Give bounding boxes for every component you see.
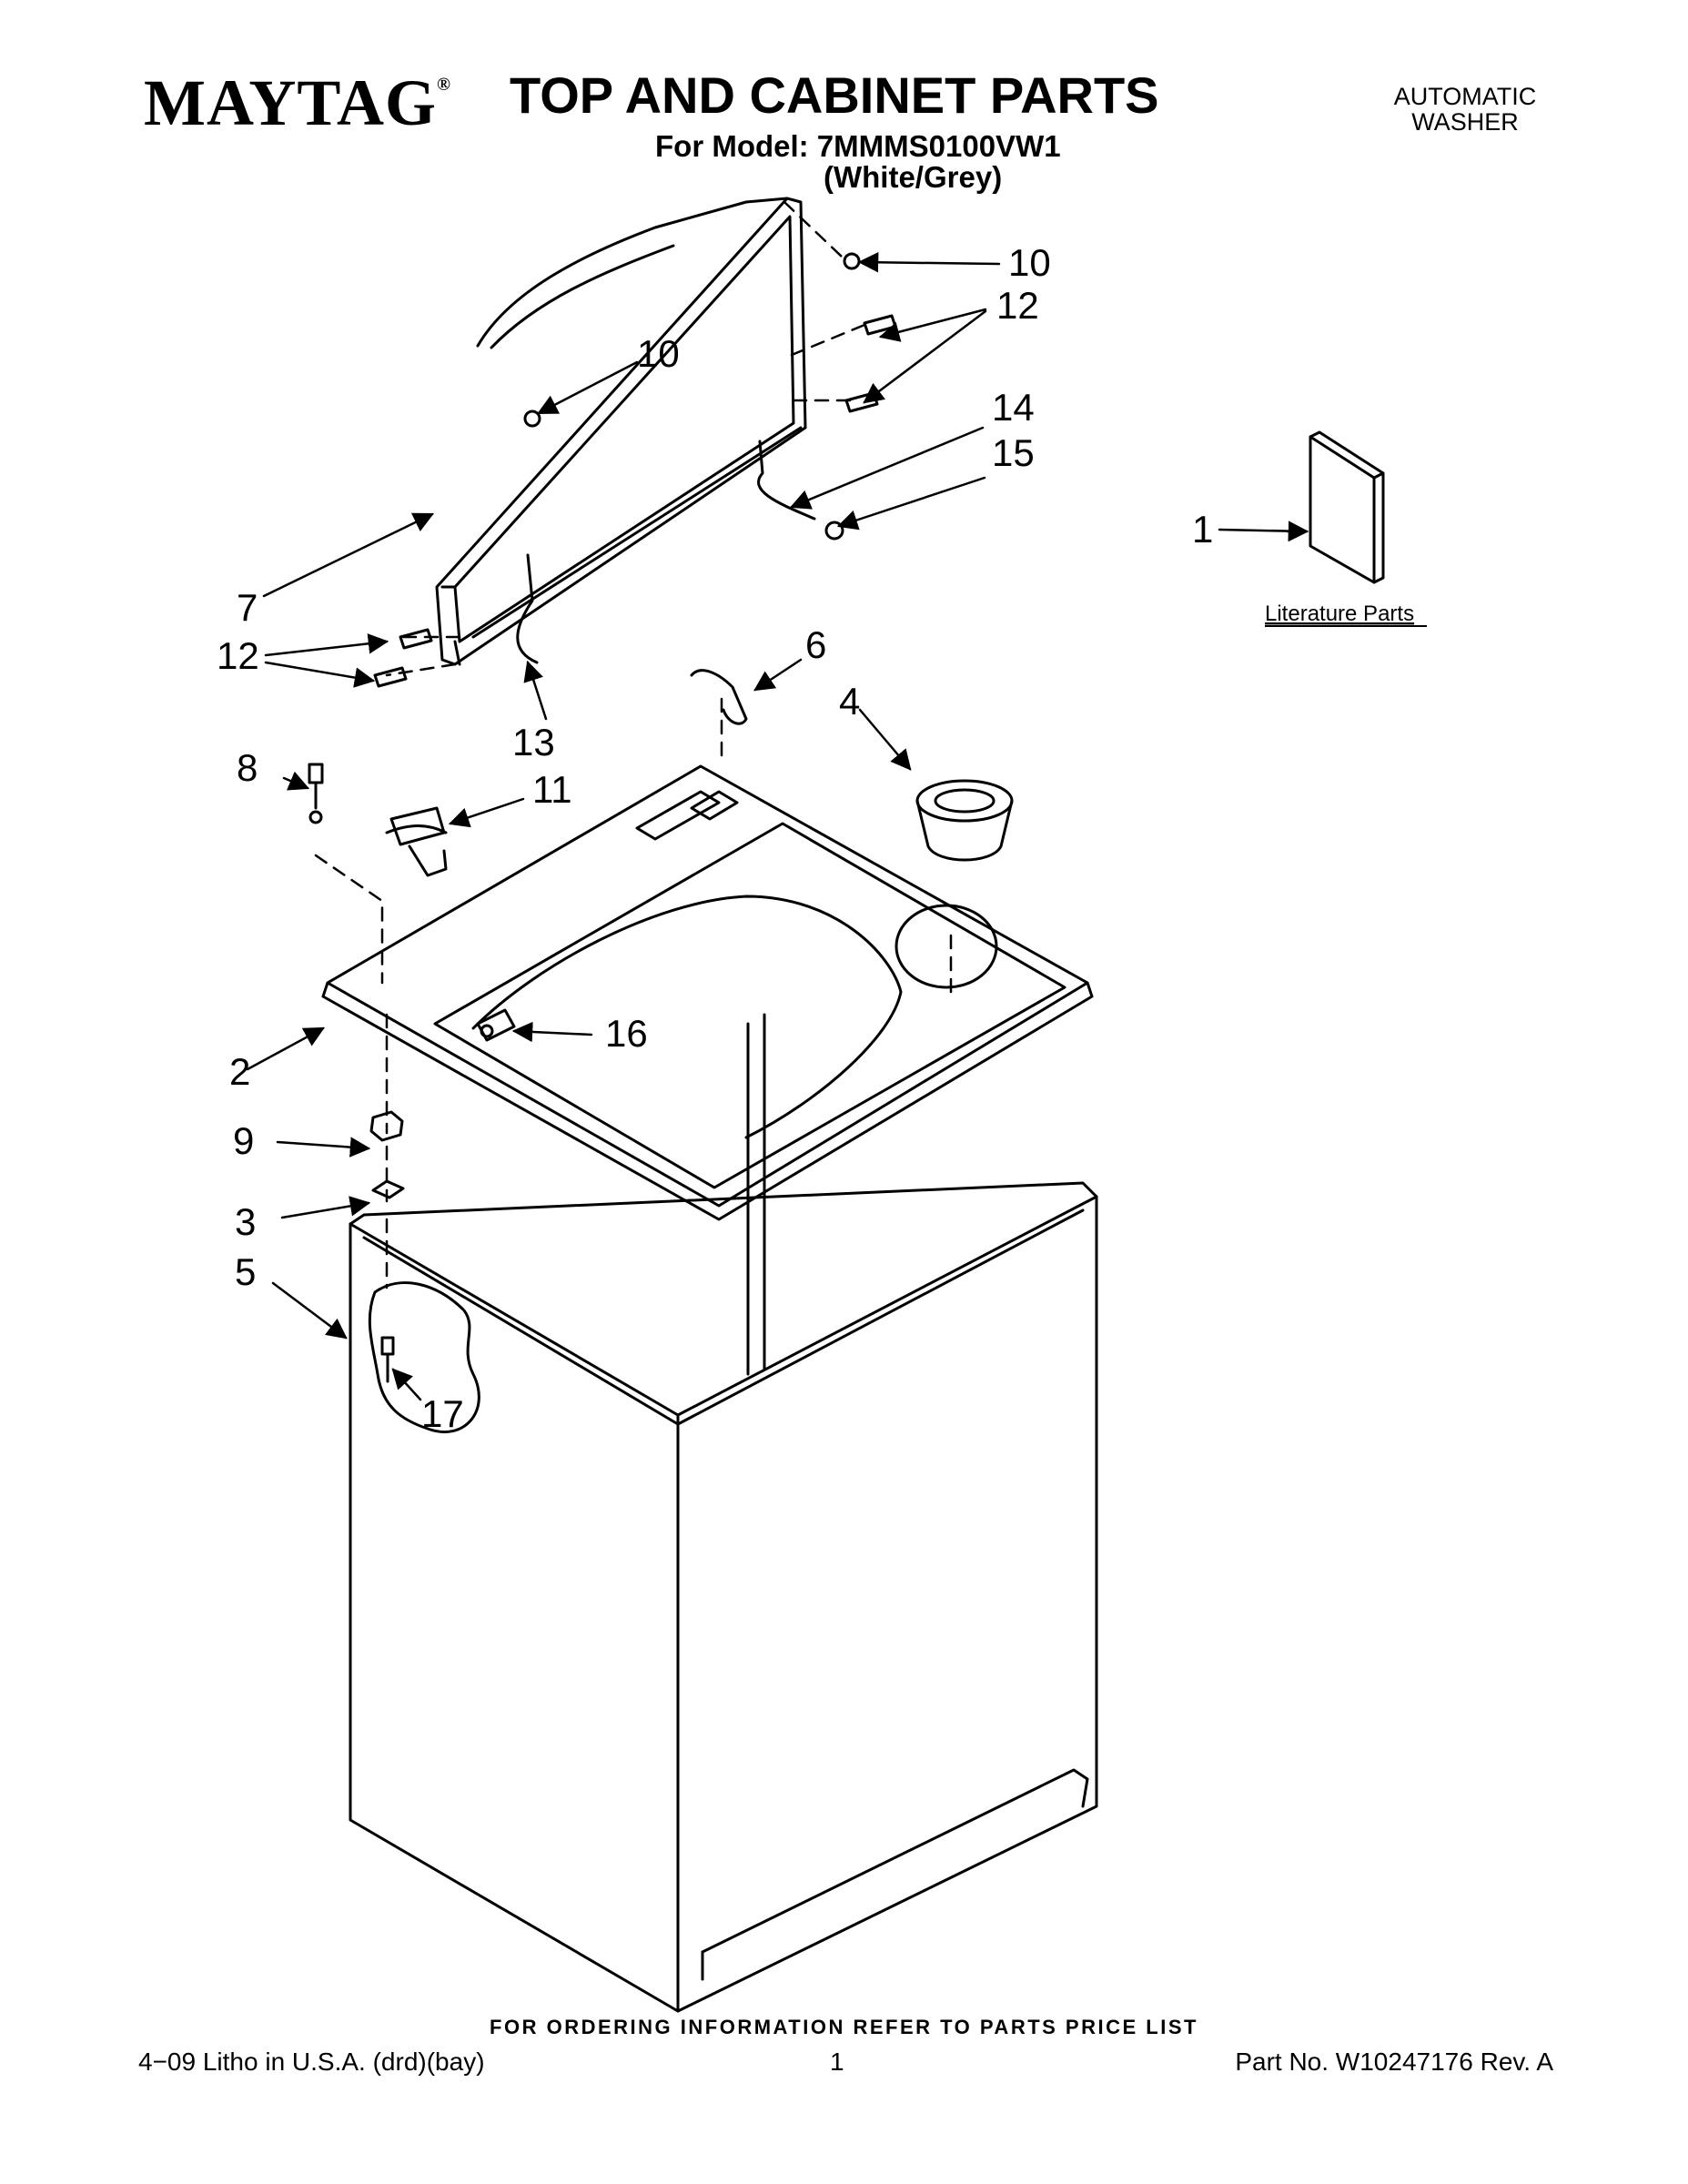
callout-4: 4 bbox=[839, 680, 860, 723]
brand-logo: MAYTAG® bbox=[144, 66, 451, 141]
cabinet-clip bbox=[371, 1179, 405, 1199]
callout-9: 9 bbox=[233, 1119, 254, 1162]
page-title: TOP AND CABINET PARTS bbox=[510, 66, 1159, 124]
ordering-note: FOR ORDERING INFORMATION REFER TO PARTS … bbox=[490, 2016, 1198, 2038]
callout-2: 2 bbox=[229, 1050, 250, 1093]
cabinet-nut bbox=[369, 1110, 404, 1142]
lid-switch-part bbox=[385, 806, 448, 877]
callout-12-right: 12 bbox=[996, 284, 1039, 327]
appliance-line-2: WASHER bbox=[1411, 108, 1519, 136]
callout-13: 13 bbox=[512, 721, 555, 763]
nozzle-part bbox=[476, 1008, 516, 1042]
callout-16: 16 bbox=[605, 1012, 648, 1055]
leader-arrows bbox=[246, 252, 1309, 1401]
callout-12-left: 12 bbox=[217, 634, 259, 677]
lid-part bbox=[435, 197, 816, 666]
litho-info: 4−09 Litho in U.S.A. (drd)(bay) bbox=[138, 2048, 485, 2076]
cutaway-detail bbox=[368, 1281, 480, 1434]
callout-14: 14 bbox=[992, 386, 1035, 429]
callout-17: 17 bbox=[421, 1392, 464, 1435]
callout-3: 3 bbox=[235, 1200, 256, 1243]
page-number: 1 bbox=[830, 2048, 844, 2076]
model-line: For Model: 7MMMS0100VW1 bbox=[655, 129, 1061, 163]
callout-10-bumper: 10 bbox=[1008, 241, 1051, 284]
callout-6: 6 bbox=[805, 623, 826, 666]
appliance-line-1: AUTOMATIC bbox=[1393, 83, 1537, 110]
hinge-nut bbox=[824, 521, 844, 541]
bumper-part bbox=[843, 252, 861, 270]
cabinet-part bbox=[349, 1013, 1098, 2013]
clip-part bbox=[690, 669, 748, 725]
callout-5: 5 bbox=[235, 1250, 256, 1293]
brand-name: MAYTAG bbox=[144, 66, 438, 139]
literature-label: Literature Parts bbox=[1265, 602, 1414, 626]
switch-screw bbox=[308, 763, 324, 824]
top-panel-part bbox=[321, 764, 1094, 1221]
dispenser-part bbox=[915, 779, 1014, 862]
callout-1: 1 bbox=[1192, 508, 1213, 551]
appliance-type: AUTOMATIC WASHER bbox=[1356, 84, 1574, 135]
part-number: Part No. W10247176 Rev. A bbox=[1235, 2048, 1553, 2076]
bumper-part-inner bbox=[523, 410, 541, 428]
callout-10-inner: 10 bbox=[637, 332, 680, 375]
callout-8: 8 bbox=[237, 746, 258, 789]
callout-11: 11 bbox=[532, 768, 572, 811]
literature-booklet bbox=[1309, 430, 1385, 584]
callout-7: 7 bbox=[237, 586, 258, 629]
callout-15: 15 bbox=[992, 431, 1035, 474]
color-line: (White/Grey) bbox=[824, 160, 1003, 194]
registered-mark: ® bbox=[437, 75, 451, 95]
